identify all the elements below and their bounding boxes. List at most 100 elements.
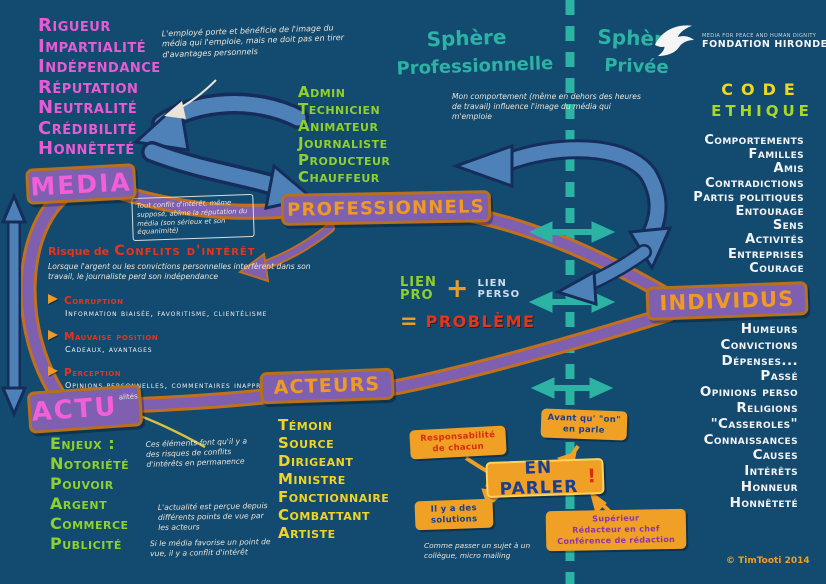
probleme-label: PROBLÈME [425, 311, 536, 331]
aspect-item: Entourage [735, 204, 804, 220]
employee-note: L'employé porte et bénéficie de l'image … [161, 23, 345, 60]
acteur-item: Témoin [278, 416, 333, 434]
media-value-item: Réputation [38, 76, 139, 98]
risk-title: Conflits d'intérêt [114, 243, 256, 259]
media-value-item: Crédibilité [38, 117, 137, 139]
enjeu-item: Commerce [50, 514, 129, 533]
individus-title: INDIVIDUS [659, 286, 795, 316]
lien-pro: LIEN PRO [400, 276, 437, 302]
employee-note-arrow [164, 79, 217, 119]
note-elements: Ces éléments font qu'il y a des risques … [145, 436, 248, 469]
logo-name: FONDATION HIRONDELLE [702, 38, 826, 50]
equation-row1: LIEN PRO + LIEN PERSO [400, 273, 535, 304]
acteurs-title: ACTEURS [273, 373, 381, 399]
professionnels-title: PROFESSIONNELS [286, 195, 486, 221]
note-actualite: L'actualité est perçue depuis différents… [157, 501, 268, 532]
aspect-item: Intérêts [744, 463, 798, 480]
role-item: Admin [298, 83, 346, 101]
individus-banner: INDIVIDUS [645, 281, 809, 321]
lien-pro-line2: PRO [400, 288, 434, 303]
equals-sign: = [400, 309, 418, 333]
aspect-item: Partis politiques [693, 189, 804, 205]
acteur-item: Dirigeant [278, 452, 354, 470]
conflits-block: Risque de Conflits d'intérêt Lorsque l'a… [48, 240, 360, 390]
media-value-item: Honnêteté [38, 138, 135, 159]
aspect-item: Humeurs [740, 321, 798, 337]
lien-perso: LIEN PERSO [478, 278, 521, 300]
left-vertical-arrow [0, 192, 28, 418]
aspect-item: Amis [773, 161, 804, 177]
conflit-detail: Cadeaux, avantages [65, 344, 153, 354]
aspect-item: Activités [745, 232, 804, 248]
code-ethique-heading: CODE ETHIQUE [706, 80, 818, 120]
aspect-item: Familles [748, 147, 804, 163]
aspect-item: Passé [760, 368, 798, 385]
conflit-item-perception: Perception Opinions personnelles, commen… [48, 361, 360, 390]
solutions-line2: solutions [430, 513, 478, 526]
aspect-item: Connaissances [703, 431, 798, 448]
fondation-hirondelle-logo: MEDIA FOR PEACE AND HUMAN DIGNITY FONDAT… [652, 20, 826, 62]
bullet-arrow-icon [48, 330, 58, 341]
role-item: Producteur [298, 151, 391, 169]
role-item: Chauffeur [298, 168, 380, 186]
acteur-item: Artiste [278, 524, 336, 542]
professionnels-conflicts-arrow [237, 223, 335, 283]
bullet-arrow-icon [48, 294, 58, 305]
credit-line: © TimTooti 2014 [726, 556, 810, 566]
code-line2: ETHIQUE [711, 102, 813, 120]
role-item: Animateur [298, 117, 379, 135]
aspect-item: Convictions [720, 336, 798, 353]
plus-sign: + [445, 273, 469, 304]
code-line1: CODE [721, 80, 803, 99]
aspect-item: Dépenses... [721, 352, 798, 369]
enjeu-item: Argent [50, 494, 108, 513]
acteurs-banner: ACTEURS [259, 367, 395, 405]
enjeu-item: Publicité [50, 534, 122, 553]
aspect-item: Opinions perso [699, 384, 798, 401]
individus-blue-arrows [451, 139, 673, 307]
lien-pro-line1: LIEN [400, 275, 437, 290]
conflit-label: Perception [64, 366, 122, 379]
acteur-item: Ministre [278, 470, 346, 488]
aspect-item: Honnêteté [729, 494, 798, 511]
equation-row2: = PROBLÈME [400, 309, 535, 333]
media-value-item: Indépendance [38, 56, 161, 77]
lien-perso-line2: PERSO [477, 289, 521, 300]
conflit-detail: Opinions personnelles, commentaires inap… [65, 380, 289, 390]
swallow-bird-icon [652, 20, 696, 62]
responsabilite-box: Responsabilité de chacun [409, 425, 507, 460]
conflit-label: Mauvaise position [64, 330, 159, 343]
enjeux-title: Enjeux : [50, 434, 116, 453]
aspect-item: Courage [749, 260, 804, 276]
en-parler-box: EN PARLER ! [485, 457, 605, 500]
acteur-item: Source [278, 434, 335, 452]
conflit-item-corruption: Corruption Information biaisée, favoriti… [48, 289, 360, 318]
media-title: MEDIA [29, 166, 133, 202]
enjeu-item: Pouvoir [50, 474, 114, 493]
influence-note: Mon comportement (même en dehors des heu… [452, 92, 641, 121]
aspect-item: Contradictions [705, 175, 804, 191]
role-item: Journaliste [298, 134, 388, 152]
conflit-detail: Information biaisée, favoritisme, client… [65, 308, 268, 318]
actu-title: ACTU [30, 391, 119, 428]
en-parler-label: EN PARLER [499, 457, 579, 500]
equation-block: LIEN PRO + LIEN PERSO = PROBLÈME [400, 273, 535, 333]
aspect-item: Sens [772, 218, 804, 234]
media-value-item: Impartialité [38, 35, 147, 57]
lien-perso-line1: LIEN [477, 278, 507, 289]
aspect-item: "Casseroles" [710, 415, 798, 432]
sphere-left-line2: Professionnelle [396, 53, 554, 80]
aspect-item: Religions [736, 399, 798, 416]
solutions-box: Il y a des solutions [414, 498, 494, 531]
acteur-item: Combattant [278, 506, 370, 524]
media-conflict-note: Tout conflit d'intérêt, même supposé, ab… [131, 193, 255, 242]
avant-box: Avant qu' "on" en parle [540, 408, 628, 441]
